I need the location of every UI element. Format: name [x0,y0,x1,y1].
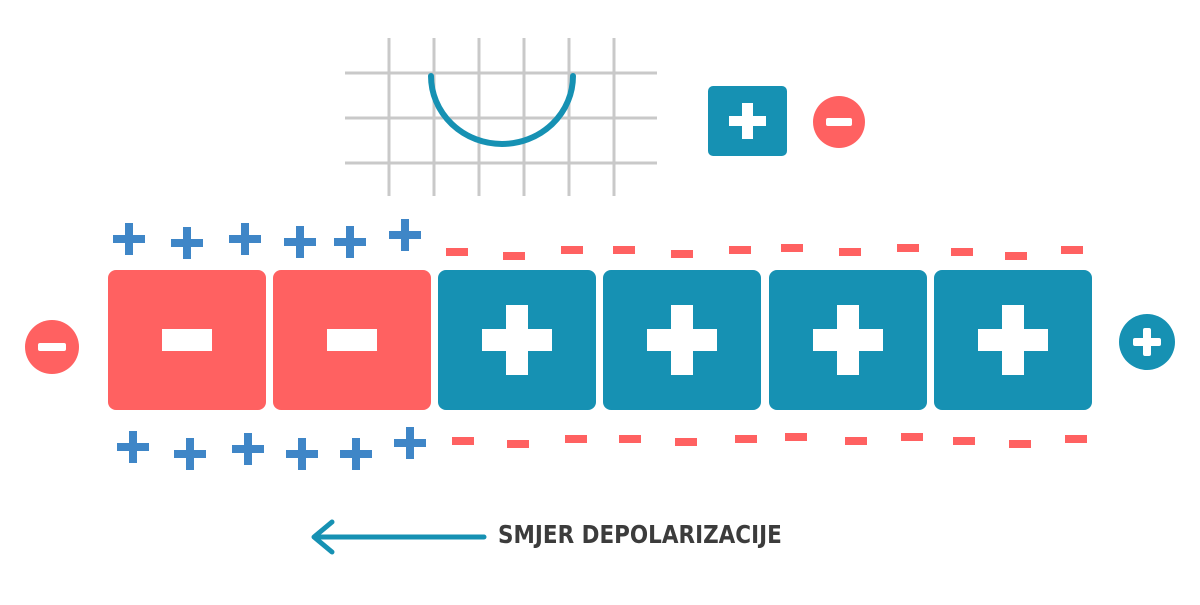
charge-positive [406,427,414,459]
charge-negative [1009,440,1031,448]
charge-negative [781,244,803,252]
charge-positive [296,226,304,258]
charge-negative [1061,246,1083,254]
charge-positive [186,438,194,470]
charge-positive [125,223,133,255]
charge-positive [346,226,354,258]
minus-circle-bar [826,118,852,126]
wave-curve-icon [428,73,576,147]
charge-negative [613,246,635,254]
charge-positive [298,438,306,470]
cell-minus-sign [327,329,377,351]
charge-negative [507,440,529,448]
charge-negative [446,248,468,256]
minus-circle-bar [38,343,66,351]
charge-positive [244,433,252,465]
cell-plus-bar-v [837,305,859,375]
charge-negative [671,250,693,258]
charge-negative [561,246,583,254]
charge-negative [785,433,807,441]
ecg-grid-icon [345,38,657,196]
legend-positive [708,86,787,156]
membrane-charges [113,219,1087,470]
arrow-left-icon [311,519,487,555]
charge-negative [452,437,474,445]
charge-negative [1065,435,1087,443]
charge-negative [619,435,641,443]
cell-plus-bar-v [1002,305,1024,375]
electrode-left [25,320,79,374]
cell-minus-sign [162,329,212,351]
cell-plus-bar-v [506,305,528,375]
plus-square-bar-v [742,103,753,139]
charge-negative [839,248,861,256]
charge-negative [675,438,697,446]
plus-circle-bar-v [1143,328,1151,356]
legend-negative [813,96,865,148]
charge-positive [401,219,409,251]
charge-positive [241,223,249,255]
charge-negative [729,246,751,254]
cell-plus-bar-v [671,305,693,375]
charge-negative [845,437,867,445]
charge-negative [953,437,975,445]
charge-positive [129,431,137,463]
charge-negative [951,248,973,256]
charge-negative [565,435,587,443]
charge-negative [897,244,919,252]
charge-negative [735,435,757,443]
direction-caption: SMJER DEPOLARIZACIJE [498,520,782,549]
electrode-right [1119,314,1175,370]
charge-negative [901,433,923,441]
charge-negative [1005,252,1027,260]
fiber-cells [108,270,1092,410]
charge-negative [503,252,525,260]
charge-positive [183,227,191,259]
charge-positive [352,438,360,470]
